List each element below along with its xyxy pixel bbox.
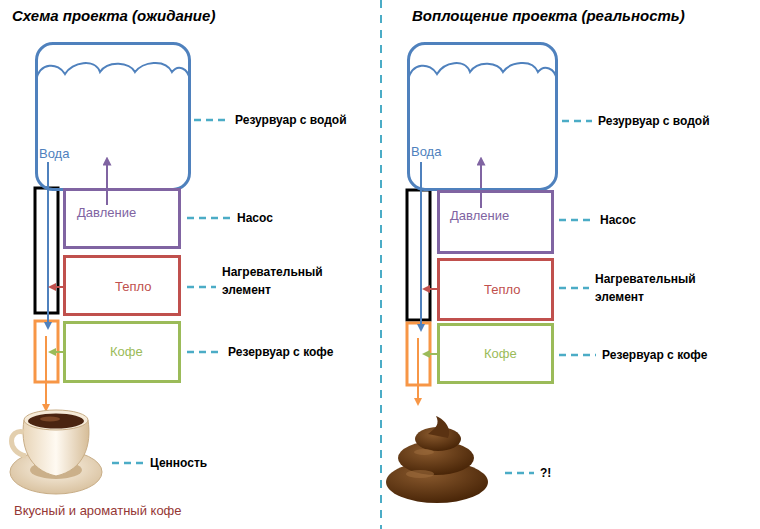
leader-line: [194, 119, 230, 122]
cup-handle: [12, 432, 27, 456]
node-text: Тепло: [484, 282, 520, 297]
node-text: Давление: [450, 208, 509, 223]
node-text: Вода: [39, 146, 69, 161]
leader-line: [187, 351, 222, 354]
heat-arrow: [52, 286, 63, 288]
node-text: Кофе: [110, 344, 143, 359]
poop-shine: [414, 449, 434, 455]
callout-label: ?!: [540, 465, 551, 481]
callout-label: Резервуар с кофе: [228, 344, 333, 360]
water-wave: [36, 63, 190, 80]
node-text: Давление: [77, 205, 136, 220]
callout-label: Насос: [600, 212, 636, 228]
heater-pipe: [407, 190, 430, 320]
water-reservoir: Вода: [407, 42, 558, 191]
coffee-surface: [28, 414, 84, 429]
pump-box: Давление: [63, 188, 181, 249]
leader-line: [187, 217, 231, 220]
water-wave: [408, 63, 557, 80]
leader-line: [505, 472, 534, 475]
heat-arrow: [426, 288, 437, 290]
coffee-cup: [10, 410, 102, 494]
leader-line: [112, 462, 144, 465]
callout-label: Резервуар с кофе: [602, 347, 707, 363]
coffee-box: Кофе: [437, 323, 554, 384]
callout-label: Нагревательный элемент: [595, 270, 707, 306]
caption-note: Вкусный и ароматный кофе: [14, 503, 182, 519]
heater-box: Тепло: [437, 258, 554, 321]
leader-line: [559, 287, 589, 290]
poop-tip: [428, 416, 449, 438]
water-reservoir: Вода: [35, 42, 191, 191]
coffee-arrow: [52, 351, 63, 353]
leader-line: [187, 286, 216, 289]
leader-lines: [112, 120, 596, 473]
node-text: Тепло: [115, 279, 151, 294]
callout-label: Резурвуар с водой: [598, 113, 710, 129]
coffee-shine: [40, 417, 60, 422]
leader-line: [562, 120, 592, 123]
output-arrow: [45, 336, 47, 408]
water-flow-arrow: [47, 162, 49, 326]
diagram-heading: Схема проекта (ожидание): [12, 8, 215, 24]
leader-line: [559, 219, 594, 222]
divider-line: [380, 0, 382, 529]
pump-box: Давление: [437, 190, 554, 254]
pressure-arrow: [480, 161, 482, 208]
heater-box: Тепло: [63, 255, 181, 316]
heater-pipe: [35, 188, 58, 313]
coffee-box: Кофе: [63, 321, 181, 383]
poop-illustration: [386, 416, 488, 503]
water-flow-arrow: [420, 162, 422, 328]
callout-label: Насос: [237, 210, 273, 226]
cup-rim: [24, 410, 88, 430]
node-text: Кофе: [484, 346, 517, 361]
coffee-arrow: [426, 353, 437, 355]
diagram-heading: Воплощение проекта (реальность): [412, 8, 685, 24]
node-text: Вода: [411, 144, 441, 159]
leader-line: [559, 354, 596, 357]
poop-shine: [406, 470, 434, 478]
callout-label: Резурвуар с водой: [235, 112, 347, 128]
callout-label: Ценность: [150, 455, 207, 471]
pressure-arrow: [106, 161, 108, 205]
output-arrow: [417, 338, 419, 402]
callout-label: Нагревательный элемент: [222, 263, 334, 299]
